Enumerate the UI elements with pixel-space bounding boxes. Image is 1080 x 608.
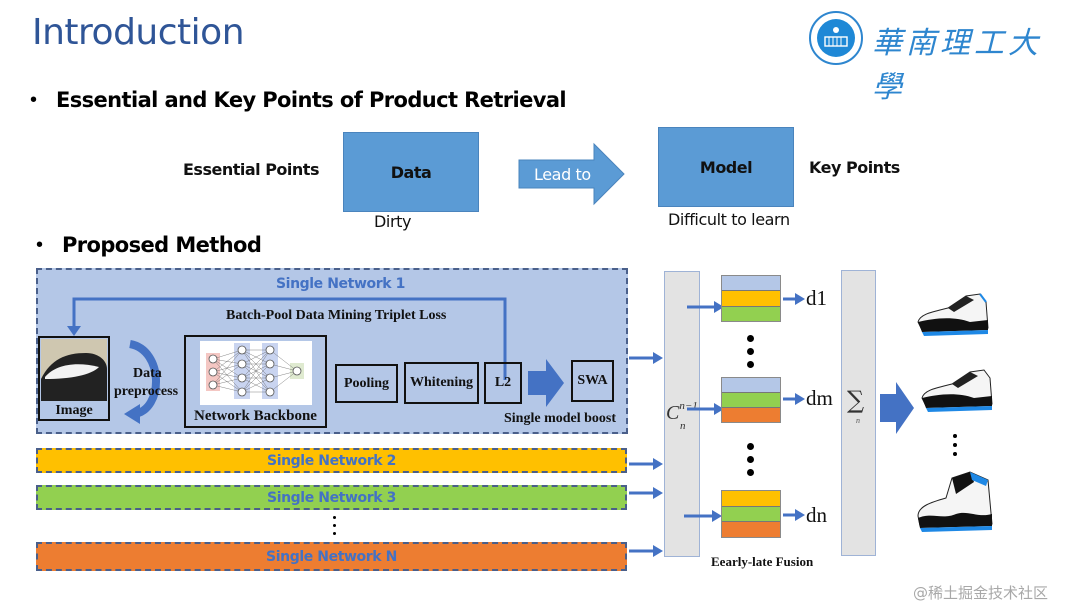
- pooling-box: Pooling: [335, 364, 398, 403]
- fusion-ellipsis-top: [747, 335, 755, 371]
- swa-box: SWA: [571, 360, 614, 402]
- result-arrow: [880, 382, 914, 434]
- output-d1: d1: [806, 286, 827, 310]
- single-model-boost-label: Single model boost: [504, 411, 617, 426]
- model-caption: Difficult to learn: [668, 210, 790, 229]
- combination-column: [664, 271, 700, 557]
- l2-box: L2: [484, 362, 522, 404]
- sneaker-icon: [917, 471, 993, 532]
- single-network-n-bar: Single Network N: [36, 542, 627, 571]
- sneaker-icon: [917, 293, 989, 336]
- fusion-arrows: [684, 301, 724, 522]
- lead-to-arrow: [518, 142, 625, 206]
- sneaker-icon: [921, 369, 993, 412]
- essential-points-label: Essential Points: [183, 160, 319, 179]
- section2-heading: Proposed Method: [62, 233, 262, 257]
- single-network-3-label: Single Network 3: [267, 489, 396, 506]
- image-label: Image: [55, 403, 93, 418]
- fusion-stack-dn: [721, 490, 781, 538]
- fusion-label: Eearly-late Fusion: [711, 554, 814, 569]
- university-seal-icon: [809, 11, 863, 65]
- sum-sub: n: [856, 416, 860, 425]
- input-image-box: Image: [38, 336, 110, 421]
- data-caption: Dirty: [374, 212, 412, 231]
- preprocess-curved-arrow: [124, 340, 160, 424]
- model-box: Model: [658, 127, 794, 207]
- single-network-1-panel: [36, 268, 628, 434]
- whitening-box: Whitening: [404, 362, 479, 404]
- networks-ellipsis: [333, 516, 337, 538]
- network-backbone-label: Network Backbone: [194, 408, 317, 424]
- sum-column: [841, 270, 876, 556]
- fusion-ellipsis-bottom: [747, 443, 755, 479]
- feedback-loop-arrow: [67, 297, 507, 380]
- single-network-2-label: Single Network 2: [267, 452, 396, 469]
- data-preprocess-label-2: preprocess: [114, 384, 179, 399]
- boost-arrow: [528, 359, 564, 407]
- slide-title: Introduction: [32, 12, 245, 53]
- data-box: Data: [343, 132, 479, 212]
- fusion-stack-dm: [721, 377, 781, 423]
- single-network-2-bar: Single Network 2: [36, 448, 627, 473]
- fusion-stack-d1: [721, 275, 781, 322]
- combination-symbol: C: [666, 402, 680, 424]
- combination-sub: n: [680, 420, 686, 432]
- sum-symbol: ∑: [847, 386, 865, 414]
- section1-heading: Essential and Key Points of Product Retr…: [56, 88, 567, 112]
- model-box-label: Model: [699, 157, 753, 177]
- single-network-3-bar: Single Network 3: [36, 485, 627, 510]
- lead-to-label: Lead to: [534, 165, 591, 184]
- university-name: 華南理工大學: [872, 26, 1042, 105]
- shoe-photo-icon: [41, 339, 107, 401]
- output-dn: dn: [806, 503, 827, 527]
- data-box-label: Data: [390, 162, 432, 182]
- output-dm: dm: [806, 386, 833, 410]
- neural-network-icon: [200, 341, 312, 405]
- bullet-marker: •: [36, 234, 44, 256]
- watermark: @稀土掘金技术社区: [913, 584, 1049, 602]
- bullet-marker: •: [30, 89, 38, 111]
- network-backbone-box: Network Backbone: [184, 335, 327, 428]
- university-logo: 華南理工大學: [808, 10, 1058, 105]
- triplet-loss-label: Batch-Pool Data Mining Triplet Loss: [226, 308, 447, 323]
- data-preprocess-label-1: Data: [133, 366, 162, 381]
- network-output-arrows: [629, 352, 663, 557]
- single-network-1-title: Single Network 1: [276, 276, 405, 292]
- results-ellipsis: [953, 434, 958, 458]
- single-network-n-label: Single Network N: [266, 548, 397, 565]
- output-arrows: [783, 293, 805, 521]
- key-points-label: Key Points: [809, 158, 900, 177]
